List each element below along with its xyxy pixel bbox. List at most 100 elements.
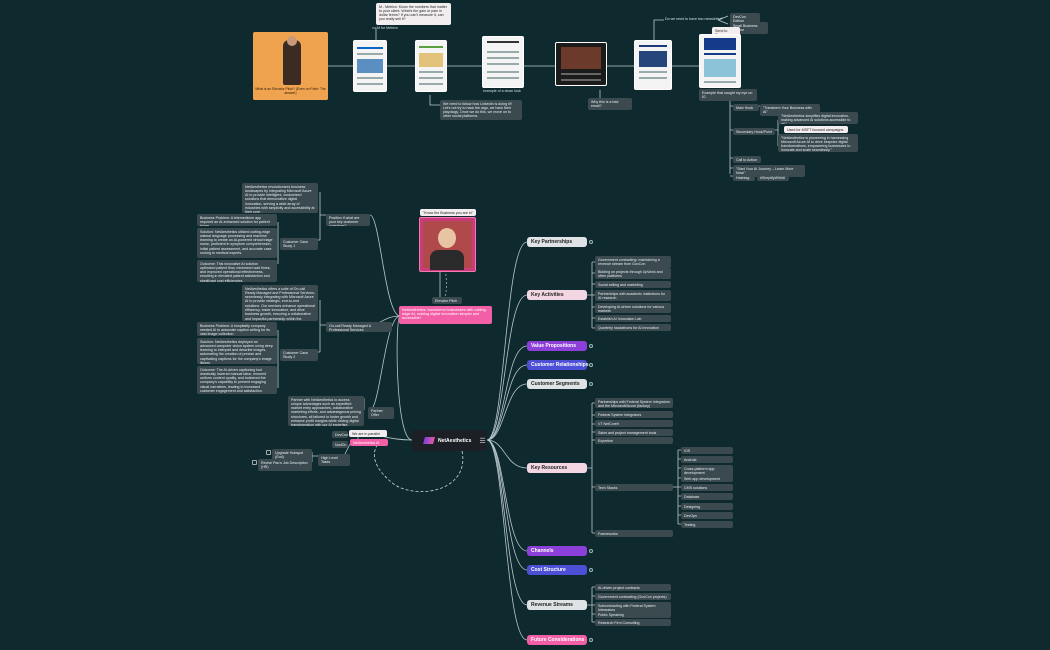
collapse-toggle[interactable] [589, 549, 593, 553]
collapse-toggle[interactable] [589, 344, 593, 348]
tech-item: Cross-platform app development [681, 465, 733, 477]
revenue-item: Research Firm Consulting [595, 619, 671, 627]
branch-key-resources[interactable]: Key Resources [527, 463, 587, 473]
activity-item: Government contracting: maintaining a re… [595, 256, 671, 268]
resource-item: Sales and project management tools [595, 429, 673, 437]
resource-item: Tech Stacks [595, 484, 673, 492]
task1-checkbox[interactable] [266, 450, 271, 455]
instagram-example-thumbnail[interactable] [699, 34, 741, 88]
branch-value-propositions[interactable]: Value Propositions [527, 341, 587, 351]
tech-item: CMS solutions [681, 484, 733, 492]
branch-revenue-streams[interactable]: Revenue Streams [527, 600, 587, 610]
elevator-pitch-photo [253, 32, 328, 100]
tech-item: IOS [681, 447, 733, 455]
tech-item: Designing [681, 503, 733, 511]
revenue-item: Public Speaking [595, 611, 671, 619]
case1-solution: Solution: NetAesthetics utilized cutting… [197, 228, 277, 258]
central-title: NetAesthetics [438, 437, 472, 444]
msft-focused-tag: Used for MSFT focused campaigns [784, 126, 848, 134]
resource-item: Expertise [595, 437, 673, 445]
clean-look-thumbnail[interactable] [482, 36, 524, 88]
email-thumbnail-1[interactable] [415, 40, 447, 92]
collapse-toggle[interactable] [589, 638, 593, 642]
partner-offer-text: Partner with NetAesthetics to access uni… [288, 396, 364, 426]
photo-caption: What is an Elevator Pitch? (Even on Poin… [255, 87, 326, 96]
elevator-pitch-text[interactable]: NetAesthetics: transforms businesses wit… [399, 306, 492, 324]
branch-key-partnerships[interactable]: Key Partnerships [527, 237, 587, 247]
task2-checkbox[interactable] [252, 460, 257, 465]
activity-item: Developing AI-driven solutions for vario… [595, 303, 671, 313]
tech-item: Android [681, 456, 733, 464]
resource-item: VT NetCore9 [595, 420, 673, 428]
case2-solution: Solution: NetAesthetics deployed an adva… [197, 338, 277, 364]
case2-problem: Business Problem: A hospitality company … [197, 322, 277, 336]
main-hook: "Transform Your Business with AI" [760, 104, 820, 116]
revenue-item: Subcontracting with Federal System Integ… [595, 602, 671, 614]
resource-item: Federal System Integrators [595, 411, 673, 419]
central-topic[interactable]: NetAesthetics ☰ [412, 430, 487, 451]
case2-outcome: Outcome: The AI-driven captioning tool d… [197, 366, 277, 394]
elevator-pitch-label: Elevator Pitch [432, 297, 462, 305]
newsletter-thumbnail[interactable] [634, 40, 672, 90]
devcon-tag: DevCon [332, 431, 348, 439]
collapse-toggle[interactable] [589, 240, 593, 244]
revenue-item: AI-driven project contracts [595, 584, 671, 592]
bad-email-thumbnail[interactable] [555, 42, 607, 86]
clean-look-label: example of a clean look [483, 89, 521, 93]
high-level-tasks-label: High Level Tasks [318, 454, 350, 466]
case1-problem: Business Problem: A telemedicine app req… [197, 214, 277, 226]
case1-label: Customer Case Study 1 [280, 238, 318, 250]
nodon-tag: NodOn [332, 441, 348, 449]
branch-customer-segments[interactable]: Customer Segments [527, 379, 587, 389]
cta-text: "Start Your AI Journey – Learn More Now!… [733, 165, 805, 177]
main-hook-label: Main Hook [733, 104, 759, 112]
branch-cost-structure[interactable]: Cost Structure [527, 565, 587, 575]
menu-icon[interactable]: ☰ [479, 437, 486, 445]
bad-email-label: Why this is a bad email? [588, 98, 632, 110]
activity-item: Partnerships with academic institutions … [595, 290, 671, 301]
resource-item: Frameworks [595, 530, 673, 538]
activity-item: Bidding on projects through UpWork and o… [595, 268, 671, 279]
hashtag-label: Hashtag [733, 174, 755, 182]
case2-label: Customer Case Study 2 [280, 349, 318, 361]
case1-intro: NetAesthetics revolutionizes business la… [242, 183, 318, 213]
secondary-hook-1: "NetAesthetics simplifies digital innova… [778, 112, 858, 124]
collapse-toggle[interactable] [589, 382, 593, 386]
netaesthetics-ai-node[interactable]: NetAesthetics AI [350, 439, 388, 447]
revenue-item: Government contracting (GovCon projects) [595, 593, 671, 601]
secondary-hook-2: "NetAesthetics is pioneering in harnessi… [778, 134, 858, 152]
collapse-toggle[interactable] [589, 363, 593, 367]
branch-future-considerations[interactable]: Future Considerations [527, 635, 587, 645]
task1: Upgrade Hubspot (Eod) [272, 449, 312, 461]
cta-label: Call to Action [733, 156, 761, 164]
collapse-toggle[interactable] [589, 568, 593, 572]
partner-offer-label: Partner Offer [368, 407, 394, 419]
know-business-note: "Know the Business you are in" [420, 209, 476, 217]
speaker-photo [419, 217, 476, 272]
activity-item: Social selling and marketing [595, 281, 671, 289]
case1-outcome: Outcome: This innovative AI solution opt… [197, 260, 277, 282]
resource-item: Partnerships with Federal System Integra… [595, 398, 673, 408]
position-label: Position if what are your key customer q… [326, 214, 370, 226]
activity-item: Establish AI Innovation Lab [595, 315, 671, 323]
metrics-label: M for Metrics [377, 26, 398, 30]
case2-intro: NetAesthetics offers a suite of On-call … [242, 285, 318, 321]
example-caught-label: Example that caught my eye on IG [699, 89, 757, 101]
tech-item: Database [681, 493, 733, 501]
tech-item: Web app development [681, 475, 733, 483]
metrics-note: M - Metrics: Know the numbers that matte… [376, 3, 451, 25]
cloud-services-label: On-call Ready Managed & Professional Ser… [326, 322, 392, 332]
netaesthetics-logo-icon [423, 437, 435, 444]
tech-item: DevOps [681, 512, 733, 520]
linkedin-post-thumbnail[interactable] [353, 40, 387, 92]
branch-key-activities[interactable]: Key Activities [527, 290, 587, 300]
task2: Revise Pau's Job Description (HR) [258, 459, 312, 471]
linkedin-note: We need to follow how LinkedIn is doing … [440, 100, 522, 120]
branch-channels[interactable]: Channels [527, 546, 587, 556]
branch-customer-relationships[interactable]: Customer Relationships [527, 360, 589, 370]
parallel-tag: We are in parallel [349, 430, 387, 438]
secondary-hook-label: Secondary Hook/Point [733, 128, 775, 136]
devcon-edition: DevCon Edition [730, 13, 760, 25]
